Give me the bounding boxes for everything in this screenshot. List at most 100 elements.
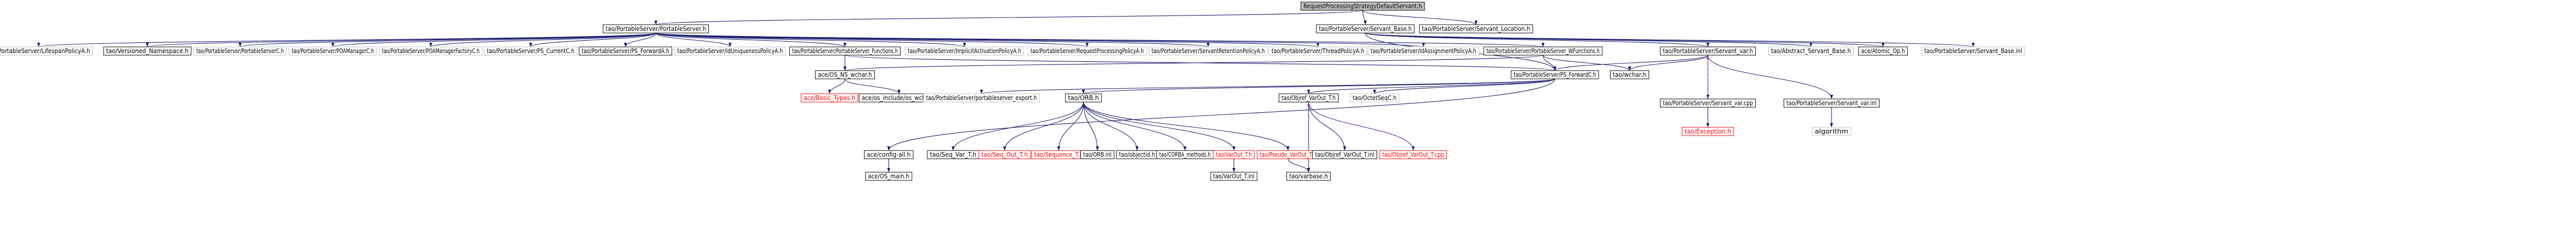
arrowhead	[1307, 168, 1310, 172]
node-orb-inl[interactable]: tao/ORB.inl	[1080, 150, 1114, 159]
node-ps-forward-a-h[interactable]: tao/PortableServer/PS_ForwardA.h	[579, 46, 672, 56]
arrowhead	[1830, 123, 1833, 127]
node-portable-server-c-h: tao/PortableServer/PortableServerC.h	[193, 46, 287, 56]
node-box	[865, 172, 912, 181]
node-varout-t-h[interactable]: tao/VarOut_T.h	[1213, 150, 1255, 159]
node-basic-types-h[interactable]: ace/Basic_Types.h	[801, 93, 858, 103]
arrowhead	[1541, 43, 1545, 47]
edge-servant_base_h-to-abstract_servant_base_h	[1365, 32, 1811, 47]
node-box	[193, 46, 287, 56]
edge-ps_wfunctions_h-to-ps_forward_c_h	[1543, 55, 1555, 71]
arrowhead	[1136, 146, 1139, 151]
node-box	[1784, 98, 1879, 108]
node-corba-methods-h[interactable]: tao/CORBA_methods.h	[1156, 150, 1214, 159]
node-label: tao/PortableServer/PS_ForwardC.h	[1514, 71, 1596, 78]
node-servant-var-h[interactable]: tao/PortableServer/Servant_var.h	[1660, 46, 1756, 56]
node-root[interactable]: RequestProcessingStrategyDefaultServant.…	[1300, 2, 1425, 11]
edge-orb_h-to-corba_methods_h	[1083, 102, 1185, 151]
node-objref-varout-t-cpp[interactable]: tao/Objref_VarOut_T.cpp	[1379, 150, 1447, 159]
node-label: tao/PortableServer/PS_CurrentC.h	[487, 47, 574, 55]
node-versioned-ns-h[interactable]: tao/Versioned_Namespace.h	[103, 46, 192, 56]
node-iduniqueness-h: tao/PortableServer/IdUniquenessPolicyA.h	[674, 46, 786, 56]
edge-orb_h-to-varout_t_h	[1083, 102, 1234, 151]
arrowhead	[828, 90, 831, 94]
node-box	[674, 46, 786, 56]
node-ps-export-h: tao/PortableServer/portableserver_export…	[923, 93, 1040, 103]
arrowhead	[37, 43, 40, 47]
arrowhead	[843, 66, 846, 71]
arrowhead	[624, 43, 627, 47]
node-label: tao/OctetSeqC.h	[1353, 94, 1397, 102]
node-os-ns-wchar-h[interactable]: ace/OS_NS_wchar.h	[815, 70, 875, 79]
node-servant-var-inl[interactable]: tao/PortableServer/Servant_var.inl	[1784, 98, 1879, 108]
node-servant-var-cpp[interactable]: tao/PortableServer/Servant_var.cpp	[1660, 98, 1756, 108]
node-varbase-h[interactable]: tao/varbase.h	[1286, 172, 1331, 181]
node-box	[1312, 150, 1377, 159]
edge-ps_h-to-lifespan_h	[38, 32, 656, 47]
node-label: tao/PortableServer/ServantRetentionPolic…	[1151, 47, 1265, 55]
node-box	[1065, 93, 1102, 103]
node-objref-varout-t-inl[interactable]: tao/Objref_VarOut_T.inl	[1312, 150, 1377, 159]
arrowhead	[1373, 90, 1376, 94]
node-label: tao/PortableServer/IdAssignmentPolicyA.h	[1371, 47, 1477, 55]
node-box	[1483, 46, 1603, 56]
arrowhead	[331, 43, 334, 47]
arrowhead	[1706, 55, 1709, 59]
arrowhead	[887, 168, 890, 172]
arrowhead	[1003, 146, 1006, 151]
node-box	[1080, 150, 1114, 159]
node-implicit-activation-h: tao/PortableServer/ImplicitActivationPol…	[905, 46, 1024, 56]
node-orb-h[interactable]: tao/ORB.h	[1065, 93, 1102, 103]
node-label: tao/Seq_Out_T.h	[981, 151, 1028, 158]
arrowhead	[728, 43, 732, 47]
node-ps-wfunctions-h[interactable]: tao/PortableServer/PortableServer_WFunct…	[1483, 46, 1603, 56]
file-nodes: RequestProcessingStrategyDefaultServant.…	[0, 2, 2025, 181]
edge-pseudo_varout_t_h-to-varbase_h	[1287, 158, 1309, 173]
node-seq-var-t-h[interactable]: tao/Seq_Var_T.h	[927, 150, 979, 159]
node-servant-base-inl: tao/PortableServer/Servant_Base.inl	[1921, 46, 2025, 56]
node-varout-t-inl[interactable]: tao/VarOut_T.inl	[1210, 172, 1258, 181]
node-box	[103, 46, 192, 56]
node-label: tao/PortableServer/Servant_var.inl	[1787, 99, 1877, 107]
node-box	[801, 93, 858, 103]
dependency-edges	[37, 10, 1975, 173]
arrowhead	[654, 21, 657, 25]
node-label: tao/PortableServer/Servant_var.h	[1663, 47, 1753, 55]
arrowhead	[146, 43, 149, 47]
node-box	[1027, 46, 1147, 56]
arrowhead	[1628, 66, 1631, 71]
node-label: ace/Basic_Types.h	[804, 94, 855, 102]
node-seq-out-t-h[interactable]: tao/Seq_Out_T.h	[978, 150, 1031, 159]
edge-ps_h-to-idassignment_h	[655, 32, 1424, 47]
node-label: tao/Pseudo_VarOut_T.h	[1260, 151, 1316, 158]
node-object-varout-h[interactable]: tao/Objref_VarOut_T.h	[1279, 93, 1338, 103]
arrowhead	[1972, 43, 1975, 47]
node-label: tao/Exception.h	[1685, 128, 1731, 135]
node-os-include-wchar-h[interactable]: ace/os_include/os_wchar.h	[859, 93, 939, 103]
node-sequence-t-h[interactable]: tao/Sequence_T.h	[1031, 150, 1086, 159]
node-wchar-h[interactable]: tao/wchar.h	[1610, 70, 1649, 79]
node-ps-functions-h[interactable]: tao/PortableServer/PortableServer_Functi…	[789, 46, 901, 56]
node-ps-h[interactable]: tao/PortableServer/PortableServer.h	[603, 24, 709, 34]
node-box	[923, 93, 1040, 103]
arrowhead	[952, 146, 955, 151]
node-label: tao/Seq_Var_T.h	[930, 151, 976, 158]
edge-ps_forward_c_h-to-orb_h	[1083, 78, 1555, 94]
node-box	[1148, 46, 1268, 56]
node-box	[0, 46, 93, 56]
edge-object_varout_h-to-objref_varout_t_inl	[1308, 102, 1345, 151]
node-ps-forward-c-h[interactable]: tao/PortableServer/PS_ForwardC.h	[1511, 70, 1599, 79]
node-pseudo-varout-t-h[interactable]: tao/Pseudo_VarOut_T.h	[1257, 150, 1319, 159]
node-box	[379, 46, 483, 56]
node-atomic-op-h[interactable]: ace/Atomic_Op.h	[1858, 46, 1908, 56]
node-servant-location-h[interactable]: tao/PortableServer/Servant_Location.h	[1419, 24, 1533, 34]
node-config-all-h[interactable]: ace/config-all.h	[864, 150, 913, 159]
arrowhead	[1422, 43, 1425, 47]
node-exception-h[interactable]: tao/Exception.h	[1682, 127, 1734, 136]
node-box	[1858, 46, 1908, 56]
node-os-main-h[interactable]: ace/OS_main.h	[865, 172, 912, 181]
arrowhead	[1364, 21, 1367, 25]
node-servant-base-h[interactable]: tao/PortableServer/Servant_Base.h	[1316, 24, 1415, 34]
node-objectid-h[interactable]: tao/objectid.h	[1116, 150, 1158, 159]
edge-ps_wfunctions_h-to-os_ns_wchar_h	[844, 55, 1544, 71]
